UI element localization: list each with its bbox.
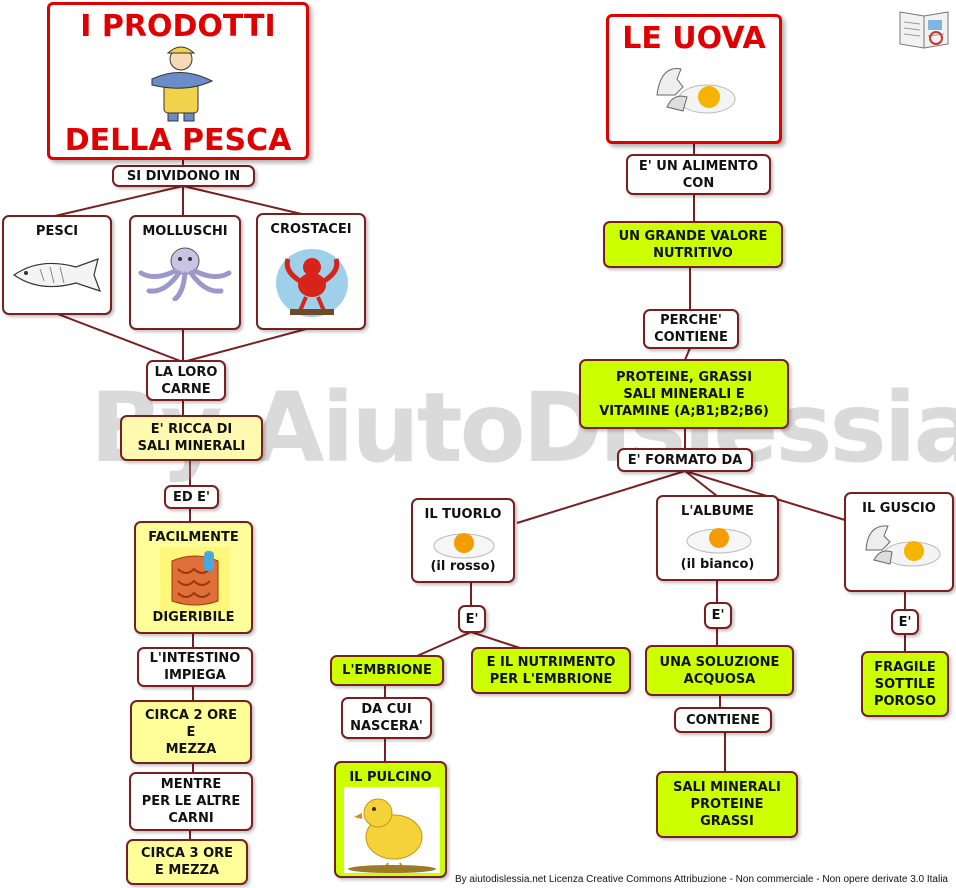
node-digeribile: FACILMENTE DIGERIBILE xyxy=(134,521,253,634)
title-prodotti-pesca: I PRODOTTI DELLA PESCA xyxy=(47,2,309,160)
node-albume: L'ALBUME (il bianco) xyxy=(656,495,779,581)
pulcino-label: IL PULCINO xyxy=(349,770,432,785)
node-perche: PERCHE' CONTIENE xyxy=(643,309,739,349)
guscio-label: IL GUSCIO xyxy=(862,501,936,516)
pesci-label: PESCI xyxy=(35,224,79,239)
node-crostacei: CROSTACEI xyxy=(256,213,366,330)
node-ricca-sali: E' RICCA DI SALI MINERALI xyxy=(120,415,263,461)
node-loro-carne: LA LORO CARNE xyxy=(146,360,226,401)
node-e-guscio: E' xyxy=(891,609,919,635)
egg-cracked-icon xyxy=(656,68,736,114)
fisherman-icon xyxy=(151,46,214,122)
albume-sub-label: (il bianco) xyxy=(680,557,755,572)
crab-icon xyxy=(276,249,348,317)
albume-label: L'ALBUME xyxy=(681,504,754,519)
node-soluzione: UNA SOLUZIONE ACQUOSA xyxy=(645,645,794,696)
crostacei-label: CROSTACEI xyxy=(270,222,352,237)
node-nutrimento: E IL NUTRIMENTO PER L'EMBRIONE xyxy=(471,647,631,694)
node-molluschi: MOLLUSCHI xyxy=(129,215,241,330)
node-fragile: FRAGILE SOTTILE POROSO xyxy=(861,651,949,717)
node-valore-nutritivo: UN GRANDE VALORE NUTRITIVO xyxy=(603,221,783,268)
node-circa-3-ore: CIRCA 3 ORE E MEZZA xyxy=(126,839,248,885)
title-bottom-text: DELLA PESCA xyxy=(64,123,292,158)
title-uova-text: LE UOVA xyxy=(622,21,766,56)
node-contiene: CONTIENE xyxy=(674,707,772,733)
digeribile-label: DIGERIBILE xyxy=(152,610,235,625)
node-alimento: E' UN ALIMENTO CON xyxy=(626,154,771,195)
node-mentre: MENTRE PER LE ALTRE CARNI xyxy=(129,772,253,831)
node-pesci: PESCI xyxy=(2,215,112,315)
book-icon[interactable] xyxy=(896,6,952,50)
node-pulcino: IL PULCINO xyxy=(334,761,447,878)
octopus-icon xyxy=(138,247,232,301)
tuorlo-label: IL TUORLO xyxy=(424,507,502,522)
title-le-uova: LE UOVA xyxy=(606,14,782,144)
tuorlo-sub-label: (il rosso) xyxy=(430,559,496,574)
chick-icon xyxy=(344,787,440,873)
node-tuorlo: IL TUORLO (il rosso) xyxy=(411,498,515,583)
node-sali-minerali: SALI MINERALI PROTEINE GRASSI xyxy=(656,771,798,838)
title-top-text: I PRODOTTI xyxy=(80,9,276,44)
intestine-icon xyxy=(160,547,230,613)
facilmente-label: FACILMENTE xyxy=(148,530,239,545)
node-e-albume: E' xyxy=(704,602,732,629)
eggshell-icon xyxy=(865,525,941,567)
node-da-cui: DA CUI NASCERA' xyxy=(341,697,432,739)
node-guscio: IL GUSCIO xyxy=(844,492,954,592)
node-si-dividono: SI DIVIDONO IN xyxy=(112,165,255,187)
node-formato-da: E' FORMATO DA xyxy=(617,448,753,472)
egg-yolk-icon xyxy=(433,533,495,559)
node-ed-e: ED E' xyxy=(164,485,219,509)
node-circa-2-ore: CIRCA 2 ORE E MEZZA xyxy=(130,700,252,764)
node-embrione: L'EMBRIONE xyxy=(330,655,444,686)
license-footer: By aiutodislessia.net Licenza Creative C… xyxy=(454,874,948,885)
fish-icon xyxy=(12,258,102,292)
node-proteine: PROTEINE, GRASSI SALI MINERALI E VITAMIN… xyxy=(579,359,789,429)
molluschi-label: MOLLUSCHI xyxy=(142,224,228,239)
node-e-tuorlo: E' xyxy=(458,605,486,633)
node-intestino: L'INTESTINO IMPIEGA xyxy=(137,647,253,687)
egg-white-icon xyxy=(686,528,752,554)
